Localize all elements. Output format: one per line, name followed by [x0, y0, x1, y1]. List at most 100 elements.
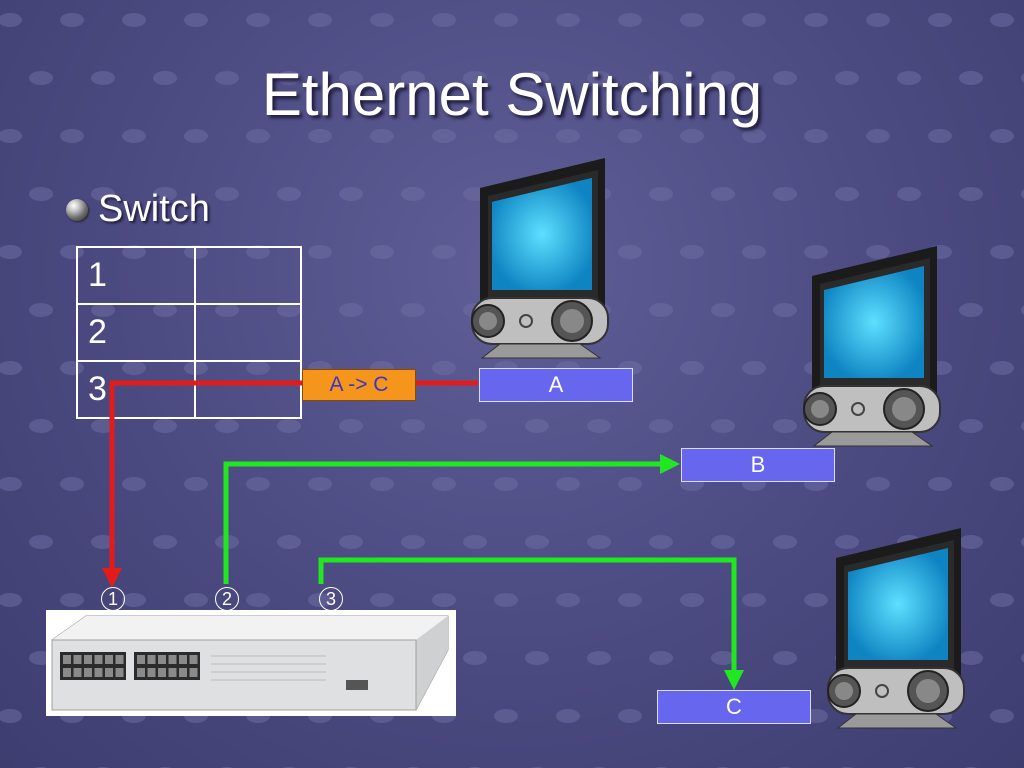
switch-port-table: 1 2 3: [76, 246, 302, 419]
background-dot: [711, 535, 735, 549]
background-dot: [928, 477, 952, 491]
background-dot: [29, 303, 53, 317]
port-cell: 3: [76, 360, 196, 419]
background-dot: [401, 419, 425, 433]
background-dot: [990, 245, 1014, 259]
background-dot: [556, 709, 580, 723]
switch-port: [147, 668, 156, 677]
background-dot: [742, 245, 766, 259]
background-dot: [649, 187, 673, 201]
background-dot: [494, 477, 518, 491]
background-dot: [773, 187, 797, 201]
background-dot: [773, 651, 797, 665]
background-dot: [525, 651, 549, 665]
background-dot: [184, 13, 208, 27]
background-dot: [215, 187, 239, 201]
background-dot: [1021, 305, 1024, 315]
background-dot: [587, 651, 611, 665]
background-dot: [432, 129, 456, 143]
background-dot: [153, 535, 177, 549]
switch-port: [158, 655, 166, 664]
host-cell: [194, 360, 302, 419]
background-dot: [339, 71, 363, 85]
background-dot: [835, 535, 859, 549]
background-dot: [277, 71, 301, 85]
background-dot: [959, 187, 983, 201]
background-dot: [773, 71, 797, 85]
background-dot: [463, 651, 487, 665]
background-dot: [308, 477, 332, 491]
background-dot: [432, 13, 456, 27]
sphere-bullet-icon: [66, 198, 88, 221]
background-dot: [0, 245, 22, 259]
background-dot: [308, 129, 332, 143]
port-number-1: 1: [101, 587, 125, 611]
host-label-c: C: [657, 690, 811, 724]
background-dot: [866, 477, 890, 491]
switch-port: [63, 655, 71, 664]
switch-icon: [51, 615, 449, 711]
background-dot: [866, 129, 890, 143]
background-dot: [773, 303, 797, 317]
background-dot: [339, 303, 363, 317]
background-dot: [432, 477, 456, 491]
background-dot: [308, 13, 332, 27]
background-dot: [587, 71, 611, 85]
background-dot: [122, 477, 146, 491]
background-dot: [29, 187, 53, 201]
background-dot: [711, 71, 735, 85]
bullet-text: Switch: [98, 188, 210, 230]
background-dot: [370, 13, 394, 27]
background-dot: [122, 593, 146, 607]
background-dot: [773, 535, 797, 549]
background-dot: [618, 129, 642, 143]
background-dot: [215, 419, 239, 433]
background-dot: [742, 13, 766, 27]
background-dot: [277, 187, 301, 201]
background-dot: [122, 13, 146, 27]
background-dot: [990, 477, 1014, 491]
monitor-icon-a: [471, 158, 609, 359]
background-dot: [277, 419, 301, 433]
background-dot: [401, 187, 425, 201]
background-dot: [1021, 537, 1024, 547]
background-dot: [649, 419, 673, 433]
background-dot: [91, 535, 115, 549]
background-dot: [556, 593, 580, 607]
background-dot: [153, 71, 177, 85]
port-cell: 1: [76, 246, 196, 305]
background-dot: [959, 71, 983, 85]
background-dot: [91, 71, 115, 85]
flood-path-port-2-to-b: [223, 454, 680, 584]
switch-port: [158, 668, 166, 677]
background-dot: [618, 593, 642, 607]
port-number-3: 3: [319, 587, 343, 611]
background-dot: [897, 71, 921, 85]
background-dot: [711, 651, 735, 665]
background-dot: [680, 361, 704, 375]
background-dot: [370, 477, 394, 491]
background-dot: [277, 535, 301, 549]
background-dot: [556, 129, 580, 143]
background-dot: [153, 419, 177, 433]
background-dot: [0, 129, 22, 143]
switch-port: [179, 655, 187, 664]
background-dot: [401, 71, 425, 85]
background-dot: [525, 71, 549, 85]
background-dot: [804, 13, 828, 27]
background-dot: [0, 593, 22, 607]
background-dot: [680, 129, 704, 143]
background-dot: [246, 129, 270, 143]
monitor-icon-b: [803, 246, 941, 447]
background-dot: [959, 535, 983, 549]
switch-port: [115, 668, 124, 677]
background-dot: [618, 245, 642, 259]
background-dot: [990, 709, 1014, 723]
switch-port: [73, 655, 82, 664]
background-dot: [0, 13, 22, 27]
background-dot: [618, 477, 642, 491]
background-dot: [0, 709, 22, 723]
host-cell: [194, 246, 302, 305]
background-dot: [463, 71, 487, 85]
background-dot: [122, 129, 146, 143]
